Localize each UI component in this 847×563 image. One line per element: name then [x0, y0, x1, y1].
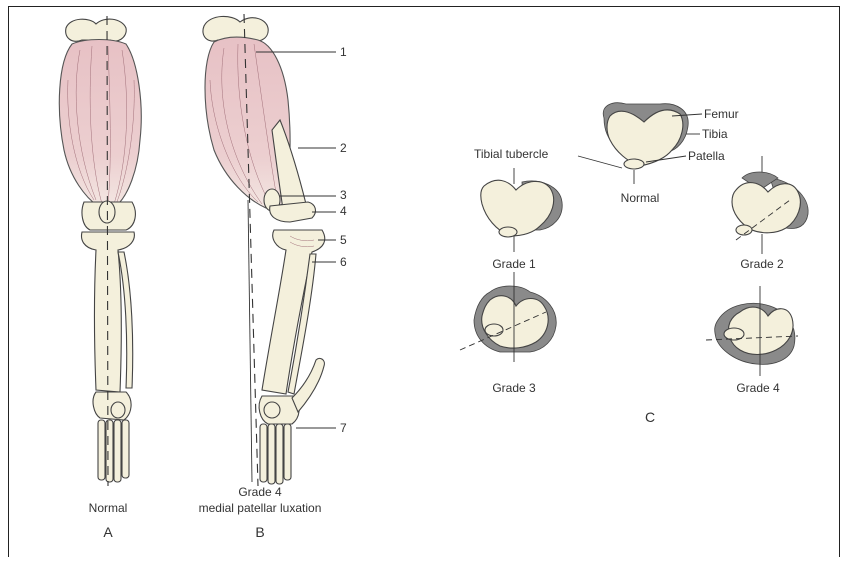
callout-6: 6 [340, 255, 347, 269]
callout-3: 3 [340, 188, 347, 202]
section-normal [578, 103, 702, 184]
callout-5: 5 [340, 233, 347, 247]
caption-normal: Normal [89, 501, 128, 515]
label-patella: Patella [688, 149, 725, 163]
label-femur: Femur [704, 107, 739, 121]
panel-letter-a: A [103, 524, 113, 540]
caption-grade4-line1: Grade 4 [238, 485, 282, 499]
label-grade-4: Grade 4 [736, 381, 780, 395]
limb-luxated [203, 14, 336, 486]
label-grade-1: Grade 1 [492, 257, 536, 271]
section-grade-4 [706, 286, 798, 376]
section-grade-1 [481, 168, 563, 252]
panel-letter-b: B [255, 524, 264, 540]
callout-7: 7 [340, 421, 347, 435]
section-grade-2 [732, 156, 808, 254]
label-grade-3: Grade 3 [492, 381, 536, 395]
label-tibia: Tibia [702, 127, 728, 141]
callout-2: 2 [340, 141, 347, 155]
caption-grade4-line2: medial patellar luxation [199, 501, 322, 515]
label-tibial-tubercle: Tibial tubercle [474, 147, 549, 161]
limb-normal [59, 16, 141, 486]
callout-4: 4 [340, 204, 347, 218]
callouts: 1 2 3 4 5 6 7 [340, 45, 347, 435]
panel-letter-c: C [645, 409, 655, 425]
label-normal: Normal [621, 191, 660, 205]
section-grade-3 [460, 272, 556, 362]
callout-1: 1 [340, 45, 347, 59]
label-grade-2: Grade 2 [740, 257, 784, 271]
